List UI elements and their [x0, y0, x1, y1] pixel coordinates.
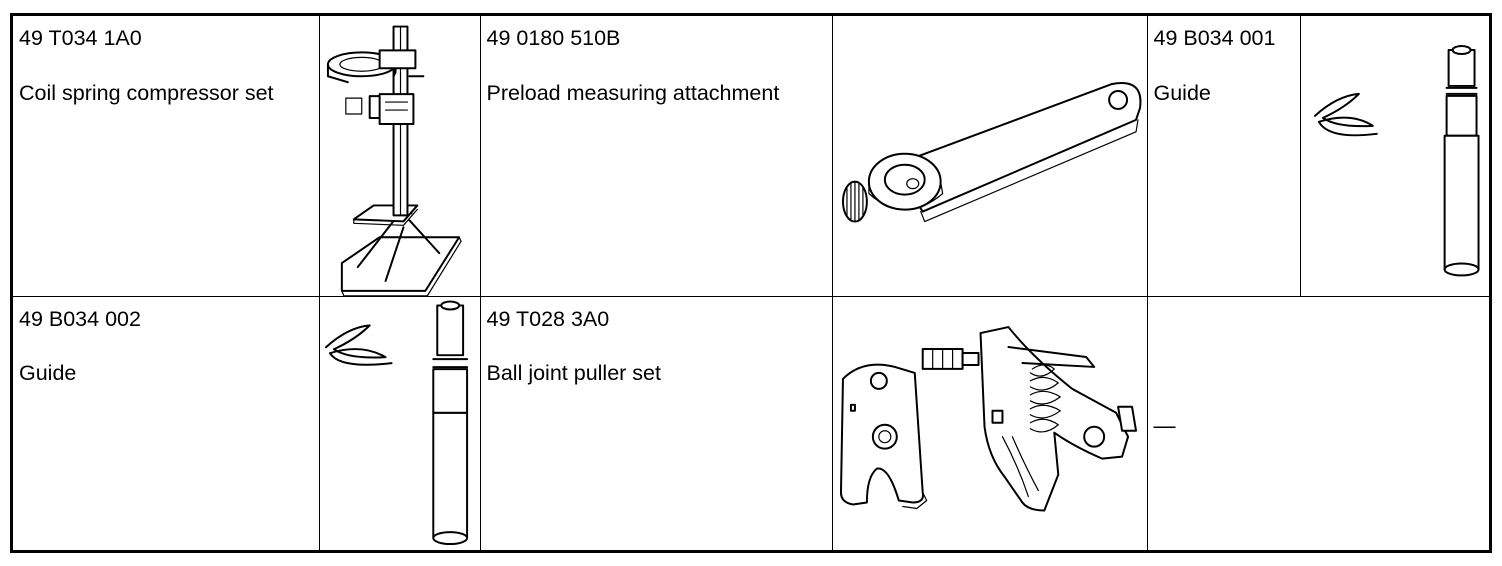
tool-name: Guide [19, 361, 77, 386]
tool-code: 49 B034 001 [1153, 26, 1276, 50]
tool-text-cell: 49 T028 3A0 Ball joint puller set [479, 295, 833, 553]
tool-code: 49 B034 002 [19, 306, 141, 331]
tool-text-cell: 49 B034 002 Guide [13, 295, 320, 553]
guide-icon [320, 297, 479, 553]
ball-joint-puller-icon [833, 297, 1146, 553]
tool-code: 49 0180 510B [486, 26, 621, 50]
empty-cell: — [1146, 295, 1489, 553]
tool-text-cell: 49 0180 510B Preload measuring attachmen… [479, 16, 833, 297]
preload-attachment-icon [833, 16, 1146, 295]
tools-grid: 49 T034 1A0 Coil spring compressor set [13, 16, 1489, 553]
tool-code: 49 T034 1A0 [19, 26, 142, 50]
tool-image-cell [1299, 16, 1489, 297]
tool-text-cell: 49 B034 001 Guide [1146, 16, 1301, 297]
tool-code: 49 T028 3A0 [486, 306, 610, 331]
table-row: 49 B034 002 Guide [13, 295, 1489, 553]
coil-spring-compressor-icon [320, 16, 479, 295]
table-row: 49 T034 1A0 Coil spring compressor set [13, 16, 1489, 297]
tool-image-cell [831, 295, 1148, 553]
tool-name: Guide [1153, 80, 1211, 105]
tool-name: Coil spring compressor set [19, 80, 274, 105]
tool-image-cell [318, 16, 481, 297]
tool-image-cell [318, 295, 481, 553]
tool-name: Ball joint puller set [486, 361, 661, 386]
special-tools-table: 49 T034 1A0 Coil spring compressor set [10, 13, 1492, 553]
tool-text-cell: 49 T034 1A0 Coil spring compressor set [13, 16, 320, 297]
guide-icon [1301, 16, 1489, 295]
tool-image-cell [831, 16, 1148, 297]
tool-name: Preload measuring attachment [486, 80, 780, 105]
empty-cell-dash: — [1153, 412, 1176, 438]
